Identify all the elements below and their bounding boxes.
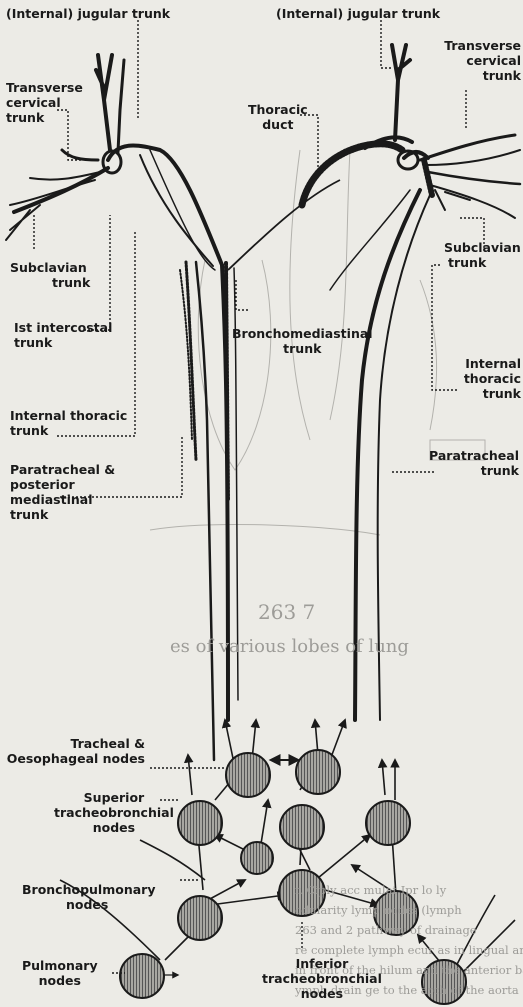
- label-subclavian-right: Subclavian trunk: [444, 240, 521, 270]
- label-internal-thoracic-right: Internal thoracic trunk: [464, 356, 521, 401]
- label-bronchomediastinal: Bronchomediastinal trunk: [232, 326, 373, 356]
- label-transverse-cervical-left: Transverse cervical trunk: [6, 80, 83, 125]
- label-jugular-right: (Internal) jugular trunk: [276, 6, 440, 21]
- label-pulmonary: Pulmonary nodes: [22, 958, 98, 988]
- label-jugular-left: (Internal) jugular trunk: [6, 6, 170, 21]
- right-jugular-trunk: [392, 45, 410, 140]
- node-superior-tb-right: [366, 801, 410, 845]
- left-subclavian-trunk: [6, 150, 108, 240]
- label-internal-thoracic-left: Internal thoracic trunk: [10, 408, 127, 438]
- right-subclavian-trunk: [420, 135, 520, 218]
- label-first-intercostal: Ist intercostal trunk: [14, 320, 112, 350]
- label-tracheal-oesophageal: Tracheal & Oesophageal nodes: [7, 736, 145, 766]
- node-superior-tb-left: [178, 801, 222, 845]
- figure-number: 263 7: [258, 600, 315, 624]
- left-bronchomediastinal-trunk: [180, 262, 238, 760]
- label-subclavian-left: Subclavian trunk: [10, 260, 90, 290]
- node-bronchopulmonary-left: [178, 896, 222, 940]
- caption-fragment: es of various lobes of lung: [170, 636, 409, 657]
- node-tracheal-right: [296, 750, 340, 794]
- label-paratracheal-posterior: Paratracheal & posterior mediastinal tru…: [10, 462, 115, 522]
- bg-line: odularity lymp nodes (lymph: [295, 900, 523, 920]
- label-paratracheal-right: Paratracheal trunk: [429, 448, 519, 478]
- bg-line: 263 and 2 pathway of drainage: [295, 920, 523, 940]
- cross-connection: [228, 180, 340, 270]
- thoracic-duct: [302, 137, 428, 205]
- left-jugular-trunk: [96, 55, 124, 152]
- bg-line: r. Ciply acc mulat Ipr lo ly: [295, 880, 523, 900]
- label-inferior-tracheobronchial: Inferior tracheobronchial nodes: [262, 956, 382, 1001]
- label-bronchopulmonary: Bronchopulmonary nodes: [22, 882, 155, 912]
- label-transverse-cervical-right: Transverse cervical trunk: [444, 38, 521, 83]
- node-tracheal-left: [226, 753, 270, 797]
- label-thoracic-duct: Thoracic duct: [248, 102, 308, 132]
- node-superior-tb-mid: [280, 805, 324, 849]
- node-small: [241, 842, 273, 874]
- node-pulmonary-left: [120, 954, 164, 998]
- label-superior-tracheobronchial: Superior tracheobronchial nodes: [54, 790, 174, 835]
- left-venous-arch: [103, 146, 222, 270]
